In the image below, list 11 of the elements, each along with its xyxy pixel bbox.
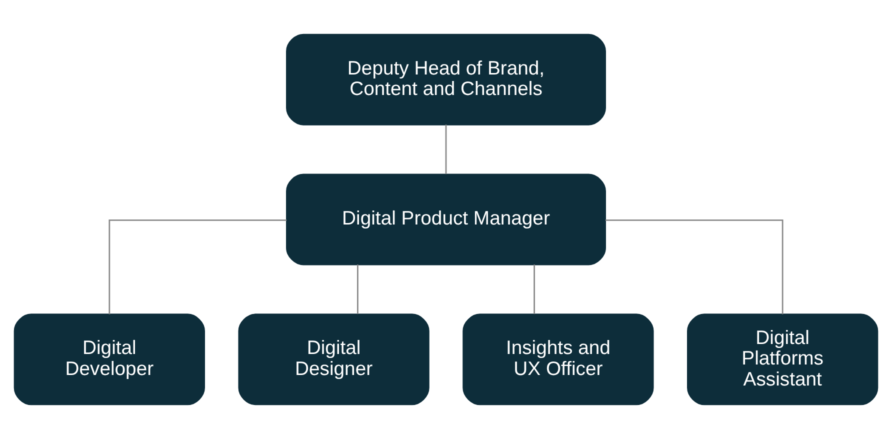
node-box: Digital Product Manager: [286, 173, 606, 265]
node-box: Digital Developer: [13, 313, 204, 405]
node-box: Insights and UX Officer: [462, 313, 654, 405]
node-box: Digital Designer: [238, 313, 429, 405]
node-box: Digital Platforms Assistant: [686, 313, 878, 405]
connector: [604, 219, 783, 314]
connector: [108, 219, 286, 314]
connector: [356, 264, 358, 314]
connector: [444, 124, 446, 174]
connector: [533, 264, 534, 314]
node-box: Deputy Head of Brand, Content and Channels: [286, 33, 606, 125]
